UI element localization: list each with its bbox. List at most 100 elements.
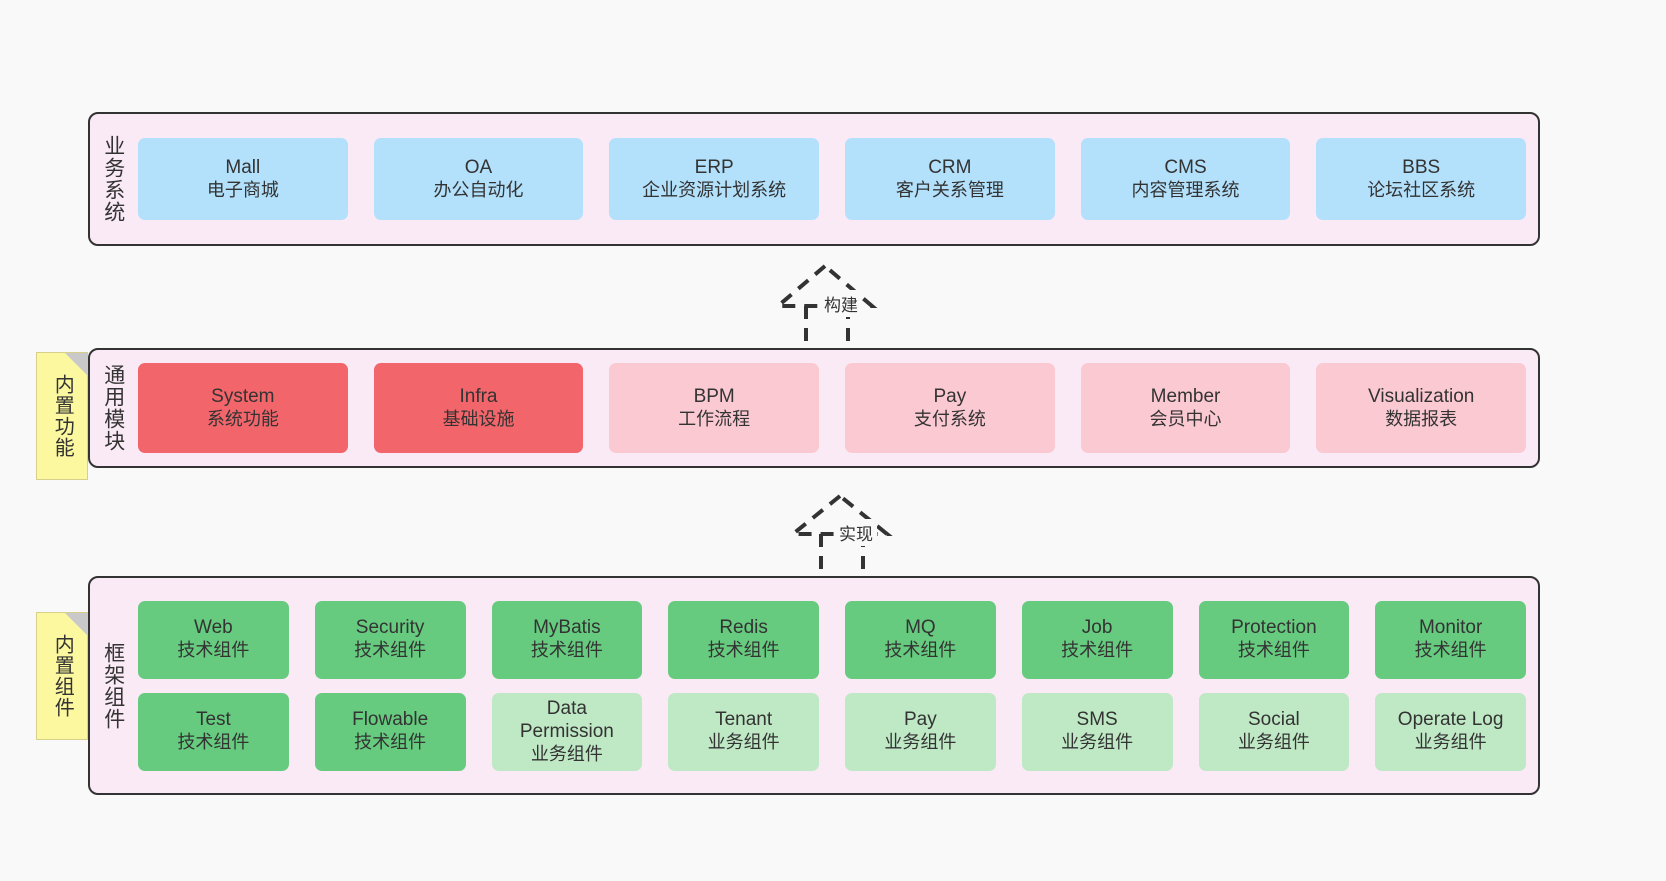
card-erp[interactable]: ERP 企业资源计划系统 bbox=[609, 138, 820, 220]
card-title-cn: 技术组件 bbox=[1061, 640, 1134, 661]
card-title-en: Member bbox=[1150, 385, 1221, 407]
card-title-en: MyBatis bbox=[533, 617, 601, 639]
card-title-cn: 业务组件 bbox=[707, 732, 780, 753]
card-title-en: BPM bbox=[693, 385, 735, 407]
card-title-cn: 办公自动化 bbox=[433, 179, 524, 200]
card-security[interactable]: Security 技术组件 bbox=[314, 600, 466, 679]
card-title-en: Infra bbox=[459, 385, 498, 407]
note-label: 内置功能 bbox=[51, 374, 74, 458]
note-builtin-function: 内置功能 bbox=[36, 352, 88, 480]
card-title-en: Mall bbox=[225, 156, 261, 178]
card-bbs[interactable]: BBS 论坛社区系统 bbox=[1316, 138, 1527, 220]
card-title-en: Flowable bbox=[352, 709, 429, 731]
card-pay-business[interactable]: Pay 业务组件 bbox=[845, 692, 996, 771]
card-redis[interactable]: Redis 技术组件 bbox=[668, 600, 819, 679]
card-title-en: Protection bbox=[1231, 617, 1317, 639]
card-title-en: Security bbox=[355, 617, 425, 639]
layer-body-framework-component: Web 技术组件 Security 技术组件 MyBatis 技术组件 Redi… bbox=[136, 578, 1538, 793]
card-title-cn: 技术组件 bbox=[354, 732, 427, 753]
card-title-cn: 技术组件 bbox=[354, 640, 427, 661]
layer-body-business-system: Mall 电子商城 OA 办公自动化 ERP 企业资源计划系统 CRM 客户关系… bbox=[136, 114, 1538, 244]
card-title-en: MQ bbox=[905, 617, 936, 639]
note-fold-corner-icon bbox=[65, 353, 87, 375]
card-row: System 系统功能 Infra 基础设施 BPM 工作流程 Pay 支付系统… bbox=[138, 363, 1527, 453]
card-mybatis[interactable]: MyBatis 技术组件 bbox=[491, 600, 643, 679]
card-title-cn: 支付系统 bbox=[913, 408, 986, 429]
card-row-technical: Web 技术组件 Security 技术组件 MyBatis 技术组件 Redi… bbox=[138, 600, 1526, 679]
card-title-cn: 数据报表 bbox=[1385, 408, 1458, 429]
card-test[interactable]: Test 技术组件 bbox=[138, 692, 289, 771]
card-tenant[interactable]: Tenant 业务组件 bbox=[668, 692, 819, 771]
connector-build: 构建 bbox=[760, 258, 920, 350]
card-title-en: Monitor bbox=[1418, 617, 1483, 639]
card-title-en: Test bbox=[195, 709, 231, 731]
card-system[interactable]: System 系统功能 bbox=[138, 363, 348, 453]
card-title-cn: 企业资源计划系统 bbox=[642, 179, 787, 200]
layer-business-system: 业务系统 Mall 电子商城 OA 办公自动化 ERP 企业资源计划系统 CRM… bbox=[88, 112, 1540, 246]
card-title-cn: 业务组件 bbox=[884, 732, 957, 753]
card-title-cn: 会员中心 bbox=[1149, 408, 1222, 429]
card-title-cn: 业务组件 bbox=[1237, 732, 1310, 753]
card-title-en: CRM bbox=[928, 156, 972, 178]
card-crm[interactable]: CRM 客户关系管理 bbox=[845, 138, 1055, 220]
card-bpm[interactable]: BPM 工作流程 bbox=[609, 363, 820, 453]
card-title-cn: 业务组件 bbox=[1061, 732, 1134, 753]
card-visualization[interactable]: Visualization 数据报表 bbox=[1316, 363, 1527, 453]
layer-framework-component: 框架组件 Web 技术组件 Security 技术组件 MyBatis 技术组件… bbox=[88, 576, 1540, 795]
card-pay[interactable]: Pay 支付系统 bbox=[845, 363, 1055, 453]
card-web[interactable]: Web 技术组件 bbox=[138, 600, 289, 679]
connector-implement-label: 实现 bbox=[835, 519, 877, 546]
card-title-en: System bbox=[211, 385, 275, 407]
connector-implement: 实现 bbox=[775, 488, 935, 576]
layer-title-framework-component: 框架组件 bbox=[101, 641, 125, 730]
card-title-en: Tenant bbox=[715, 709, 773, 731]
card-title-cn: 电子商城 bbox=[206, 179, 279, 200]
card-operate-log[interactable]: Operate Log 业务组件 bbox=[1375, 692, 1526, 771]
card-title-cn: 技术组件 bbox=[884, 640, 957, 661]
card-title-en: Job bbox=[1081, 617, 1113, 639]
note-label: 内置组件 bbox=[51, 634, 74, 718]
card-sms[interactable]: SMS 业务组件 bbox=[1021, 692, 1173, 771]
card-title-en: Data Permission bbox=[519, 697, 614, 742]
card-oa[interactable]: OA 办公自动化 bbox=[373, 138, 584, 220]
card-title-en: Redis bbox=[719, 617, 768, 639]
card-title-cn: 技术组件 bbox=[1414, 640, 1487, 661]
card-title-cn: 工作流程 bbox=[678, 408, 751, 429]
card-title-en: ERP bbox=[694, 156, 734, 178]
card-row-business: Test 技术组件 Flowable 技术组件 Data Permission … bbox=[138, 692, 1526, 771]
layer-body-common-module: System 系统功能 Infra 基础设施 BPM 工作流程 Pay 支付系统… bbox=[136, 350, 1538, 466]
card-title-en: BBS bbox=[1402, 156, 1441, 178]
card-member[interactable]: Member 会员中心 bbox=[1080, 363, 1291, 453]
card-title-cn: 论坛社区系统 bbox=[1367, 179, 1476, 200]
card-row: Mall 电子商城 OA 办公自动化 ERP 企业资源计划系统 CRM 客户关系… bbox=[138, 138, 1527, 220]
card-title-cn: 业务组件 bbox=[530, 743, 603, 764]
card-mq[interactable]: MQ 技术组件 bbox=[845, 600, 996, 679]
card-title-en: Social bbox=[1248, 709, 1300, 731]
card-flowable[interactable]: Flowable 技术组件 bbox=[314, 692, 466, 771]
card-title-cn: 客户关系管理 bbox=[895, 179, 1004, 200]
card-title-en: Pay bbox=[904, 709, 937, 731]
card-social[interactable]: Social 业务组件 bbox=[1198, 692, 1350, 771]
card-title-cn: 技术组件 bbox=[530, 640, 603, 661]
note-builtin-component: 内置组件 bbox=[36, 612, 88, 740]
card-mall[interactable]: Mall 电子商城 bbox=[138, 138, 348, 220]
card-title-en: Pay bbox=[933, 385, 967, 407]
card-title-cn: 技术组件 bbox=[177, 640, 250, 661]
connector-build-label: 构建 bbox=[820, 290, 862, 317]
card-monitor[interactable]: Monitor 技术组件 bbox=[1375, 600, 1526, 679]
note-fold-corner-icon bbox=[65, 613, 87, 635]
card-data-permission[interactable]: Data Permission 业务组件 bbox=[491, 692, 643, 771]
layer-title-common-module: 通用模块 bbox=[101, 364, 125, 452]
card-job[interactable]: Job 技术组件 bbox=[1021, 600, 1173, 679]
card-title-en: OA bbox=[464, 156, 493, 178]
card-protection[interactable]: Protection 技术组件 bbox=[1198, 600, 1350, 679]
card-infra[interactable]: Infra 基础设施 bbox=[373, 363, 584, 453]
card-title-en: SMS bbox=[1076, 709, 1118, 731]
card-title-en: Web bbox=[194, 617, 233, 639]
card-title-cn: 技术组件 bbox=[177, 732, 250, 753]
layer-common-module: 通用模块 System 系统功能 Infra 基础设施 BPM 工作流程 Pay… bbox=[88, 348, 1540, 468]
card-title-cn: 基础设施 bbox=[442, 408, 515, 429]
card-title-cn: 内容管理系统 bbox=[1131, 179, 1240, 200]
card-cms[interactable]: CMS 内容管理系统 bbox=[1080, 138, 1291, 220]
